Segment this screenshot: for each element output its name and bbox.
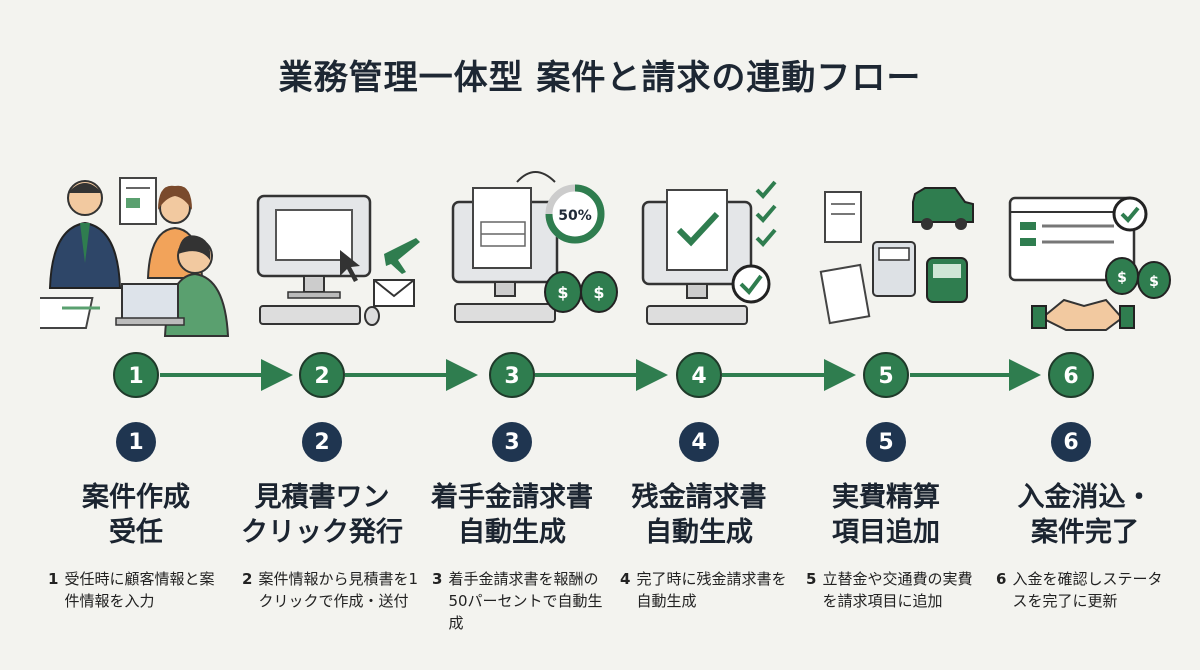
step-description: 1 受任時に顧客情報と案件情報を入力 bbox=[48, 568, 228, 612]
flow-node: 3 bbox=[489, 352, 535, 398]
step-title-line: 入金消込・ bbox=[1017, 482, 1153, 513]
expense-illustration bbox=[815, 168, 1005, 338]
dollar-label: $ bbox=[1149, 274, 1159, 290]
step-title-line: 自動生成 bbox=[645, 517, 753, 548]
step-title: 実費精算 項目追加 bbox=[786, 480, 986, 550]
dollar-label: $ bbox=[593, 283, 604, 302]
step-number-badge: 3 bbox=[492, 422, 532, 462]
flow-node-number: 6 bbox=[1063, 364, 1078, 389]
estimate-send-illustration bbox=[248, 168, 438, 338]
step-title-line: クリック発行 bbox=[241, 517, 403, 548]
step-title-line: 着手金請求書 bbox=[431, 482, 593, 513]
step-title: 着手金請求書 自動生成 bbox=[412, 480, 612, 550]
step-title-line: 項目追加 bbox=[832, 517, 940, 548]
step-description-index: 3 bbox=[432, 570, 443, 588]
step-number-badge: 5 bbox=[866, 422, 906, 462]
step-title-line: 自動生成 bbox=[458, 517, 566, 548]
step-description: 2 案件情報から見積書を1クリックで作成・送付 bbox=[242, 568, 422, 612]
step-description-text: 受任時に顧客情報と案件情報を入力 bbox=[64, 570, 215, 610]
step-number-badge: 4 bbox=[679, 422, 719, 462]
step-title: 残金請求書 自動生成 bbox=[599, 480, 799, 550]
step-title: 案件作成 受任 bbox=[36, 480, 236, 550]
step-title: 入金消込・ 案件完了 bbox=[985, 480, 1185, 550]
step-description-text: 入金を確認しステータスを完了に更新 bbox=[1012, 570, 1163, 610]
dollar-label: $ bbox=[1117, 270, 1127, 286]
step-description: 5 立替金や交通費の実費を請求項目に追加 bbox=[806, 568, 986, 612]
step-description: 6 入金を確認しステータスを完了に更新 bbox=[996, 568, 1176, 612]
flow-node: 2 bbox=[299, 352, 345, 398]
step-title-line: 残金請求書 bbox=[631, 482, 767, 513]
step-description-index: 4 bbox=[620, 570, 631, 588]
balance-invoice-illustration bbox=[633, 168, 823, 338]
step-title-line: 受任 bbox=[109, 517, 163, 548]
flow-node: 5 bbox=[863, 352, 909, 398]
flow-node-number: 5 bbox=[878, 364, 893, 389]
flow-node-number: 2 bbox=[314, 364, 329, 389]
step-title-line: 実費精算 bbox=[832, 482, 940, 513]
step-description-index: 5 bbox=[806, 570, 817, 588]
step-description: 3 着手金請求書を報酬の50パーセントで自動生成 bbox=[432, 568, 612, 634]
percent-label: 50% bbox=[558, 208, 592, 224]
step-number-badge: 6 bbox=[1051, 422, 1091, 462]
step-description: 4 完了時に残金請求書を自動生成 bbox=[620, 568, 800, 612]
step-title-line: 案件完了 bbox=[1031, 517, 1139, 548]
flow-node-number: 1 bbox=[128, 364, 143, 389]
step-description-index: 6 bbox=[996, 570, 1007, 588]
step-description-text: 着手金請求書を報酬の50パーセントで自動生成 bbox=[448, 570, 603, 632]
flow-node-number: 3 bbox=[504, 364, 519, 389]
flow-node: 1 bbox=[113, 352, 159, 398]
page-title: 業務管理一体型 案件と請求の連動フロー bbox=[278, 58, 922, 98]
deposit-invoice-illustration: 50% $ $ bbox=[445, 168, 635, 338]
step-description-text: 完了時に残金請求書を自動生成 bbox=[636, 570, 787, 610]
payment-complete-illustration: $ $ bbox=[1002, 168, 1192, 338]
flow-node: 6 bbox=[1048, 352, 1094, 398]
step-title-line: 見積書ワン bbox=[254, 482, 390, 513]
meeting-illustration bbox=[4, 168, 230, 338]
flow-node: 4 bbox=[676, 352, 722, 398]
step-number-badge: 1 bbox=[116, 422, 156, 462]
step-description-index: 1 bbox=[48, 570, 59, 588]
step-description-index: 2 bbox=[242, 570, 253, 588]
step-number-badge: 2 bbox=[302, 422, 342, 462]
step-title: 見積書ワン クリック発行 bbox=[222, 480, 422, 550]
dollar-label: $ bbox=[557, 283, 568, 302]
flow-arrows: 1 2 3 4 5 6 bbox=[113, 352, 1094, 398]
step-title-line: 案件作成 bbox=[82, 482, 190, 513]
step-description-text: 立替金や交通費の実費を請求項目に追加 bbox=[822, 570, 973, 610]
flow-node-number: 4 bbox=[691, 364, 706, 389]
step-description-text: 案件情報から見積書を1クリックで作成・送付 bbox=[258, 570, 418, 610]
